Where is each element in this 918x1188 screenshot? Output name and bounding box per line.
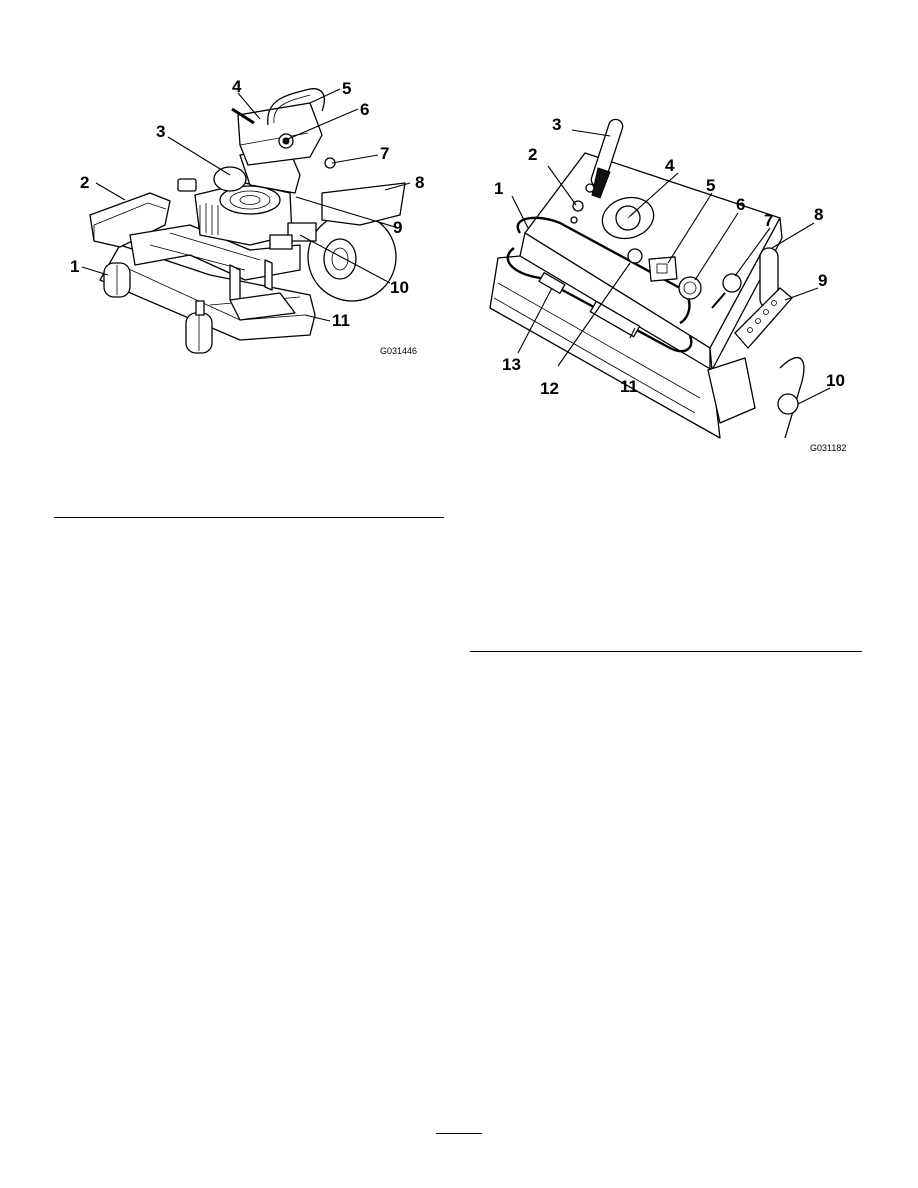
- callout-10: 10: [390, 278, 409, 297]
- air-cleaner: [213, 166, 247, 192]
- callout-13: 13: [502, 355, 521, 374]
- callout-9: 9: [393, 218, 402, 237]
- choke-knob: [722, 273, 742, 293]
- lever-knob: [777, 393, 799, 415]
- section-divider-left: [54, 517, 444, 518]
- callout-11: 11: [332, 311, 350, 330]
- figure-id: G031446: [380, 346, 417, 356]
- key-switch: [678, 276, 702, 300]
- rear-hood: [321, 182, 406, 226]
- indicator-light: [648, 256, 678, 282]
- callout-5: 5: [342, 79, 351, 98]
- engine-fan-screen: [219, 185, 281, 215]
- section-divider-right: [470, 651, 862, 652]
- callout-7: 7: [764, 211, 773, 230]
- callout-1: 1: [70, 257, 79, 276]
- callout-6: 6: [736, 195, 745, 214]
- callout-4: 4: [232, 77, 242, 96]
- footer-mark: [436, 1133, 482, 1134]
- callout-7: 7: [380, 144, 389, 163]
- mower-overview-figure: 1 2 3 4 5 6 7 8 9 10 11 G031446: [60, 75, 440, 365]
- handle-bar: [516, 216, 691, 325]
- control-panel-figure: 1 2 3 4 5 6 7 8 9 10 11 12 13 G031182: [480, 108, 860, 458]
- callout-9: 9: [818, 271, 827, 290]
- callout-4: 4: [665, 156, 675, 175]
- callout-2: 2: [80, 173, 89, 192]
- mower-illustration: 1 2 3 4 5 6 7 8 9 10 11 G031446: [70, 77, 424, 356]
- callout-1: 1: [494, 179, 503, 198]
- callout-2: 2: [528, 145, 537, 164]
- handle-bar: [267, 88, 325, 126]
- control-panel-illustration: 1 2 3 4 5 6 7 8 9 10 11 12 13 G031182: [489, 115, 846, 453]
- figure-id: G031182: [810, 443, 846, 453]
- callout-6: 6: [360, 100, 369, 119]
- callout-3: 3: [156, 122, 165, 141]
- callout-5: 5: [706, 176, 715, 195]
- callout-10: 10: [826, 371, 845, 390]
- callout-11: 11: [620, 377, 638, 396]
- callout-12: 12: [540, 379, 559, 398]
- control-knob: [627, 248, 643, 264]
- callout-8: 8: [814, 205, 823, 224]
- control-console: [237, 102, 323, 166]
- callout-3: 3: [552, 115, 561, 134]
- callout-8: 8: [415, 173, 424, 192]
